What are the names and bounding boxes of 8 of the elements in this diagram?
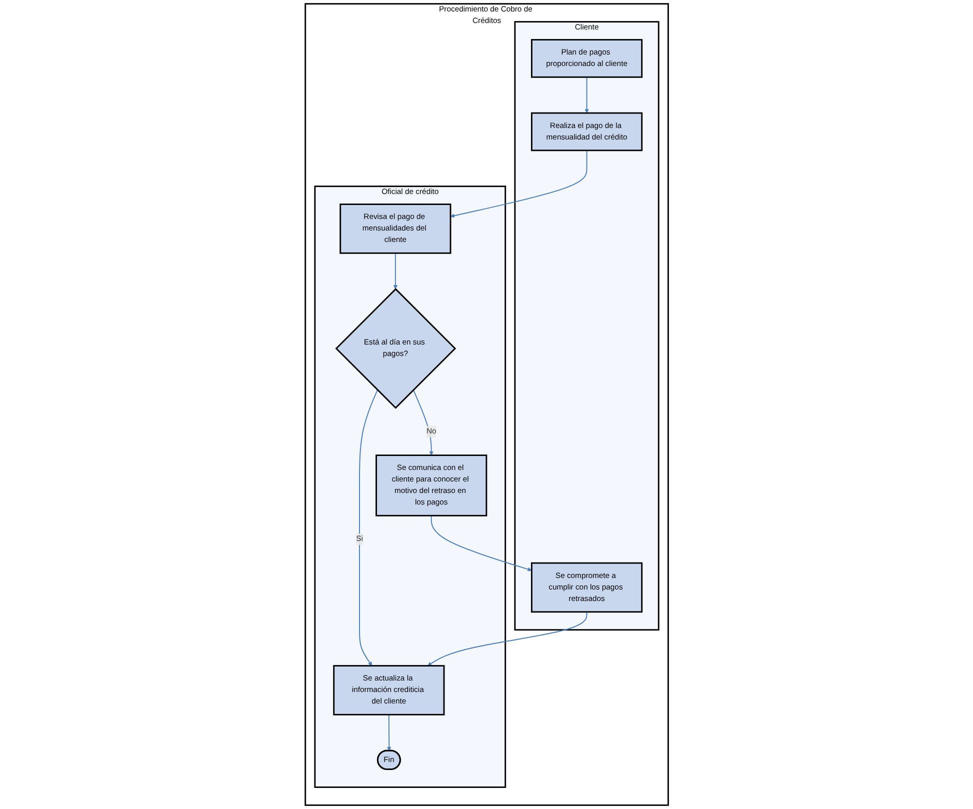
arrow (450, 150, 587, 218)
arrow (393, 252, 398, 290)
arrow (412, 389, 434, 456)
arrow (386, 714, 391, 751)
arrow (427, 611, 587, 666)
arrow (358, 389, 378, 666)
arrow (430, 515, 532, 572)
arrow (584, 76, 589, 114)
